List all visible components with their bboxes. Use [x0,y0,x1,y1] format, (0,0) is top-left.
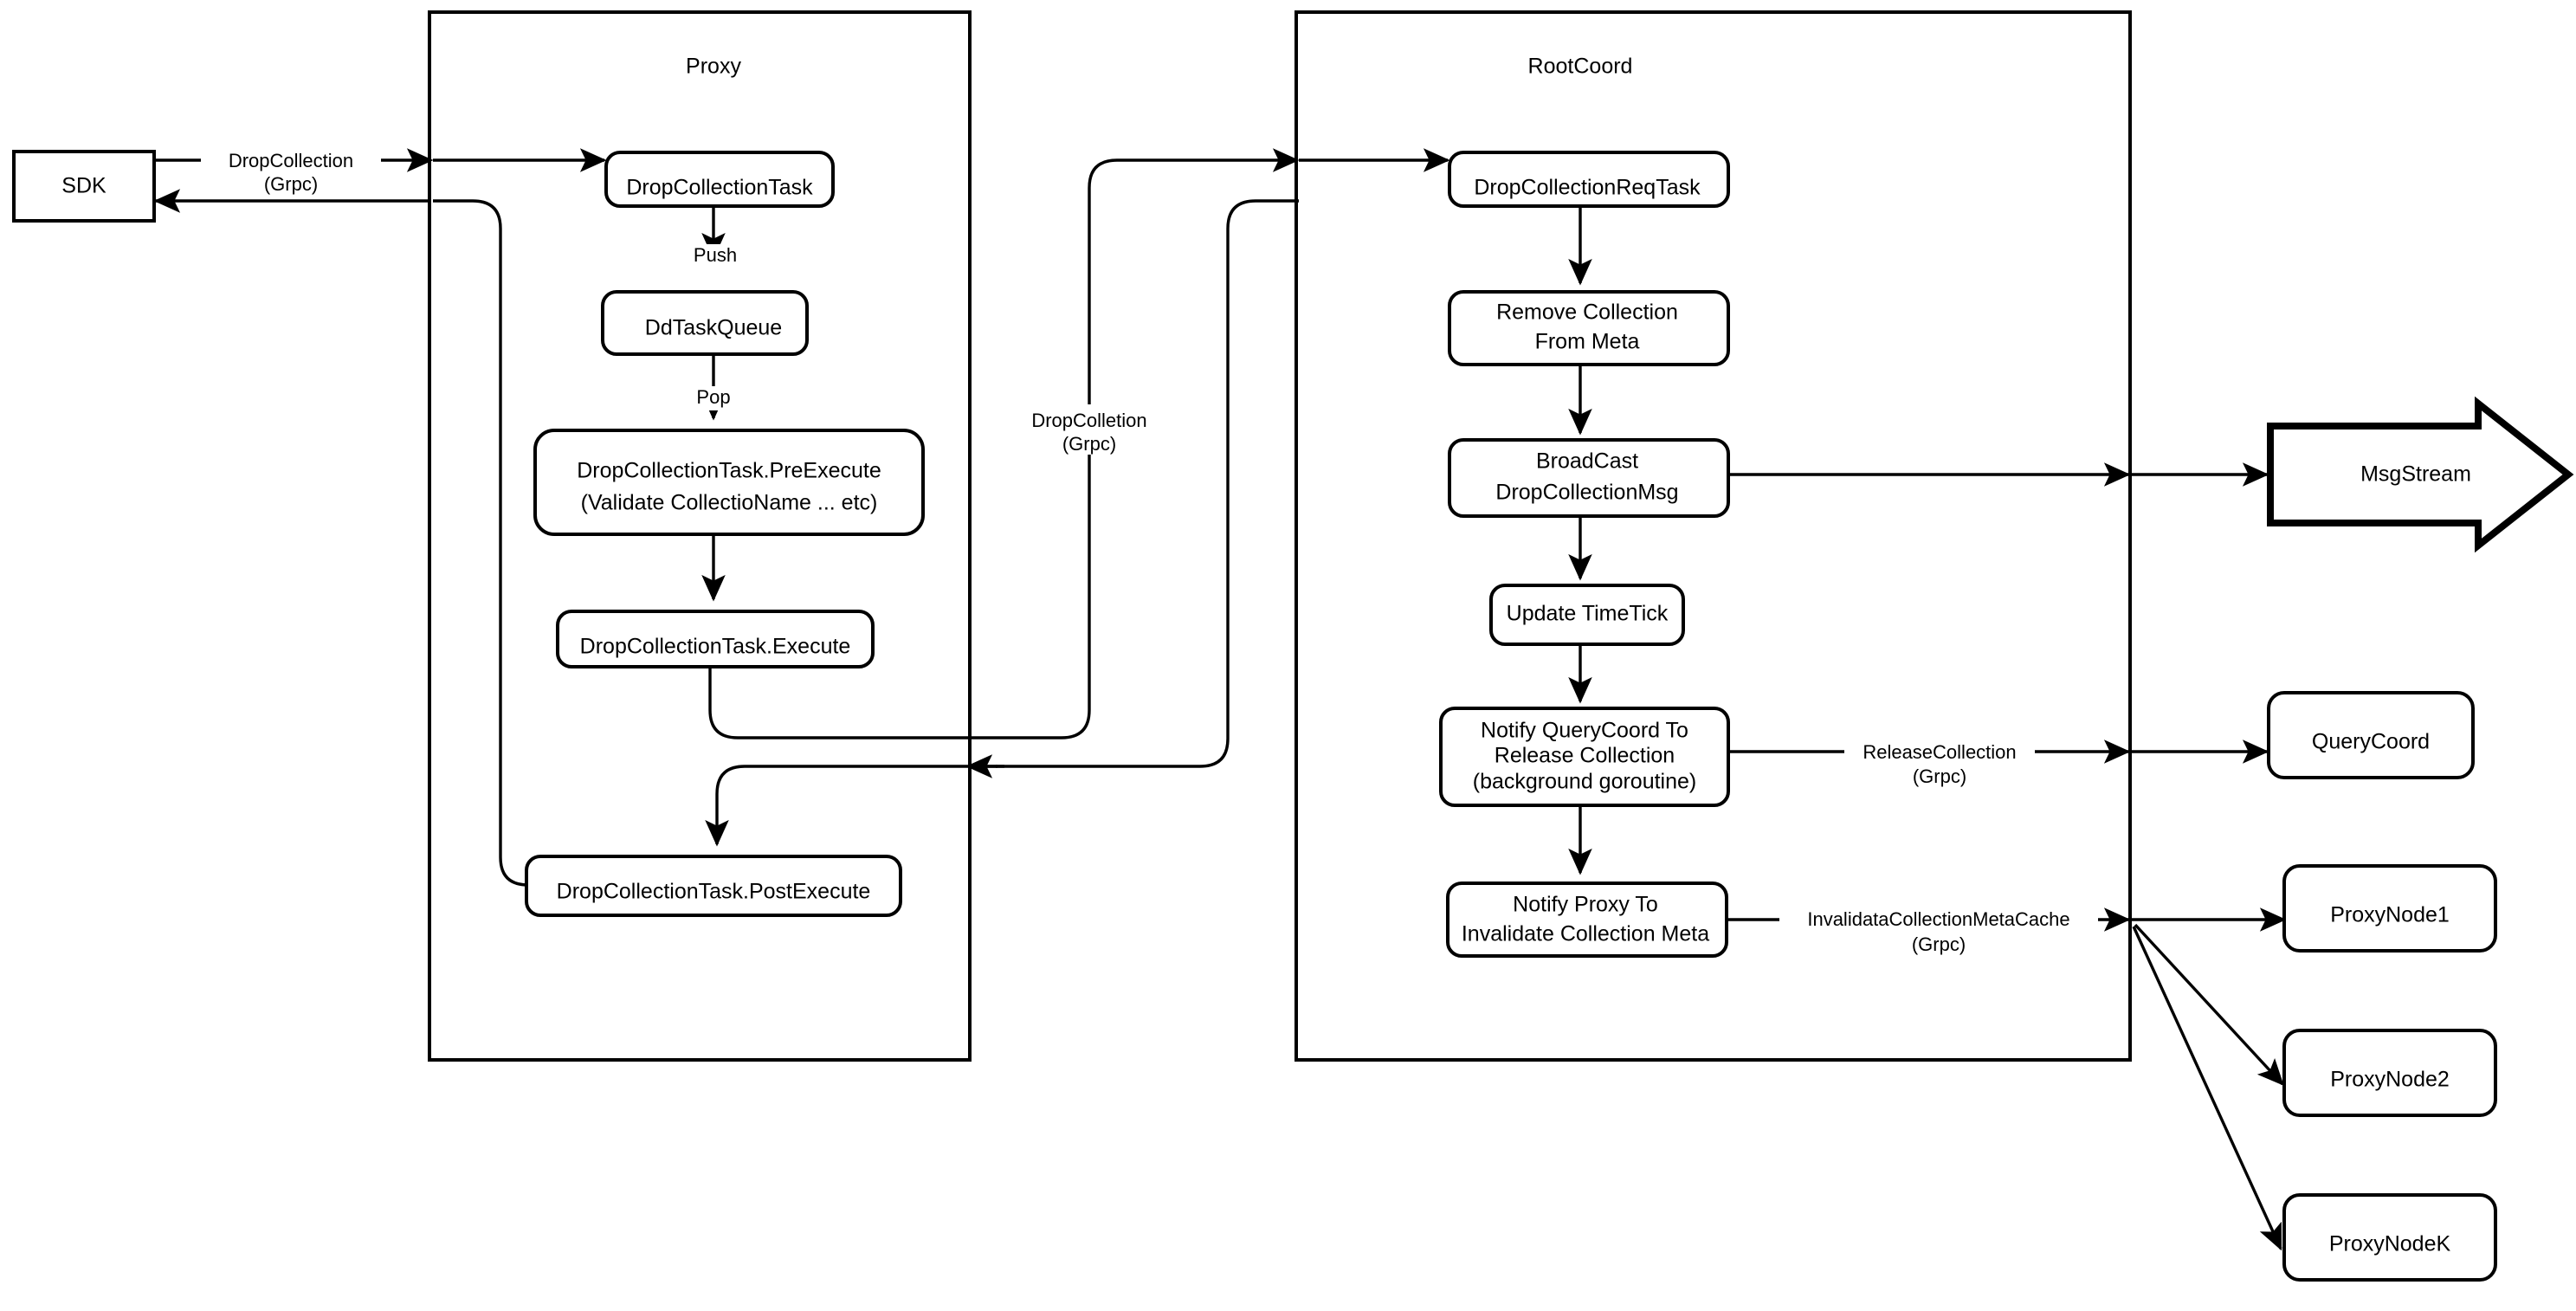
node-querycoord-box[interactable] [2267,691,2475,779]
node-msgstream-shape[interactable] [2267,396,2574,553]
node-drop-collection-task-label: DropCollectionTask [626,176,813,200]
edge-boundary-to-proxynode2 [2134,923,2284,1086]
node-notify-querycoord-label-line3: (background goroutine) [1473,770,1697,794]
node-proxynode1-label: ProxyNode1 [2330,903,2450,927]
node-notify-proxy-label-line2: Invalidate Collection Meta [1462,922,1709,946]
edge-label-bg-proxy-rootcoord [1023,404,1197,455]
node-querycoord-label: QueryCoord [2312,730,2430,754]
node-drop-collection-req-task-box[interactable] [1448,151,1730,208]
node-broadcast-box[interactable] [1448,438,1730,518]
node-preexecute-box[interactable] [533,429,925,536]
edge-rootcoord-to-proxy-postexecute [705,765,997,847]
edge-label-release-collection-line2: (Grpc) [1913,765,1966,787]
edge-postexecute-to-sdk [433,199,529,887]
node-drop-collection-task-box[interactable] [604,151,835,208]
node-dd-task-queue-label: DdTaskQueue [645,316,782,340]
edge-label-push: Push [694,244,737,266]
node-proxynodek-label: ProxyNodeK [2329,1232,2451,1256]
node-remove-collection-label-line1: Remove Collection [1496,300,1678,325]
container-proxy [428,10,972,1062]
node-update-timetick-box[interactable] [1489,584,1685,646]
node-broadcast-label-line1: BroadCast [1536,449,1638,474]
edge-label-bg-pop [674,386,739,410]
edge-label-invalidate-cache-line1: InvalidataCollectionMetaCache [1807,908,2069,930]
edge-label-bg-release-collection [1844,736,2035,786]
edge-label-proxy-to-rootcoord-line1: DropColletion [1031,410,1146,431]
node-sdk-label: SDK [61,174,107,198]
edge-label-bg-sdk-proxy [201,145,381,196]
container-rootcoord [1294,10,2132,1062]
node-update-timetick-label: Update TimeTick [1507,602,1669,626]
node-drop-collection-req-task-label: DropCollectionReqTask [1474,176,1701,200]
container-rootcoord-title: RootCoord [1528,55,1633,79]
edge-label-sdk-to-proxy-line2: (Grpc) [264,173,318,195]
node-postexecute-box[interactable] [525,855,902,917]
edge-label-invalidate-cache-line2: (Grpc) [1912,933,1966,955]
node-preexecute-label-line2: (Validate CollectioName ... etc) [581,491,878,515]
node-msgstream-label: MsgStream [2360,462,2471,487]
node-remove-collection-box[interactable] [1448,290,1730,366]
node-preexecute-label-line1: DropCollectionTask.PreExecute [577,459,881,483]
edge-label-bg-push [668,244,741,268]
node-notify-querycoord-label-line2: Release Collection [1495,744,1675,768]
node-execute-box[interactable] [556,610,875,668]
node-notify-proxy-box[interactable] [1446,882,1728,958]
node-notify-proxy-label-line1: Notify Proxy To [1513,893,1658,917]
node-proxynode1-box[interactable] [2282,864,2497,953]
edge-label-release-collection-line1: ReleaseCollection [1863,741,2016,763]
edge-label-bg-invalidate-cache [1779,906,2098,956]
node-remove-collection-label-line2: From Meta [1535,330,1640,354]
edge-label-proxy-to-rootcoord-line2: (Grpc) [1062,433,1116,455]
node-notify-querycoord-label-line1: Notify QueryCoord To [1481,719,1688,743]
node-proxynode2-label: ProxyNode2 [2330,1068,2450,1092]
node-dd-task-queue-box[interactable] [601,290,809,356]
node-proxynodek-box[interactable] [2282,1193,2497,1282]
node-broadcast-label-line2: DropCollectionMsg [1495,481,1678,505]
node-sdk-box[interactable] [12,150,156,223]
node-execute-label: DropCollectionTask.Execute [580,635,851,659]
edge-label-sdk-to-proxy-line1: DropCollection [229,150,353,171]
node-postexecute-label: DropCollectionTask.PostExecute [557,880,871,904]
edge-rootcoord-to-proxy-return-seg1 [996,199,1299,768]
edge-label-pop: Pop [696,386,730,408]
edge-execute-to-rootcoord-segment1 [708,667,977,739]
node-proxynode2-box[interactable] [2282,1029,2497,1117]
container-proxy-title: Proxy [686,55,741,79]
node-notify-querycoord-box[interactable] [1439,707,1730,807]
edge-boundary-to-proxynodek [2132,926,2282,1251]
